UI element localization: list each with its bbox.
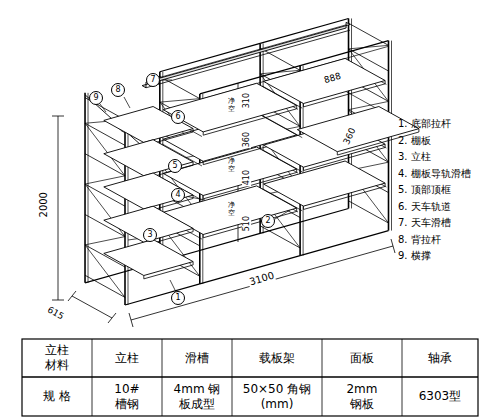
table-cell: 6303型	[405, 389, 475, 404]
shelf-lip	[296, 105, 297, 108]
shelf-panel	[264, 58, 386, 103]
table-cell: 规 格	[39, 389, 75, 404]
part-name: 7. 天车滑槽	[398, 217, 451, 229]
callout-number: 9	[89, 91, 103, 105]
table-cell: 滑槽	[167, 351, 227, 366]
dimension-label: 3100	[247, 270, 277, 289]
dimension-label: 360	[242, 131, 251, 148]
callout-number: 2	[261, 214, 275, 228]
shelf-lip	[193, 262, 194, 265]
shelf-lip	[193, 228, 194, 231]
frame-rung	[260, 226, 300, 248]
dimension-label: 410	[242, 169, 251, 186]
part-name: 6. 天车轨道	[398, 201, 451, 213]
dimension-label: 2000	[38, 191, 50, 218]
table-cell: 立柱	[97, 351, 157, 366]
frame-rung	[260, 48, 300, 70]
frame-brace	[349, 45, 389, 49]
shelf-lip	[385, 81, 386, 84]
dimension-label: 615	[45, 304, 67, 322]
table-cell: 载板架	[247, 351, 307, 366]
frame-brace	[85, 237, 125, 245]
shelf-lip	[193, 162, 194, 165]
clearance-label: 净空	[228, 202, 235, 217]
shelf-panel	[104, 107, 193, 143]
shelf-panel	[104, 140, 193, 176]
upright-post	[84, 93, 86, 283]
shelf-panel	[104, 240, 193, 276]
table-grid	[22, 339, 478, 416]
part-name: 1. 底部拉杆	[398, 118, 451, 130]
top-frame	[160, 49, 260, 77]
shelf-panel	[104, 206, 193, 242]
dimension-label: 510	[242, 215, 251, 232]
table-cell: 10# 槽钢	[111, 382, 143, 412]
dimension-label: 310	[242, 92, 251, 109]
shelf-lip	[144, 265, 193, 279]
bottom-rod	[300, 231, 388, 256]
part-name: 8. 背拉杆	[398, 234, 441, 246]
table-cell: 面板	[332, 351, 392, 366]
table-cell: 4mm 钢板成型	[170, 382, 224, 412]
upright-post	[124, 115, 126, 305]
top-frame	[260, 24, 348, 49]
shelf-panel	[104, 173, 193, 209]
callout-number: 1	[171, 291, 185, 305]
frame-rung	[349, 201, 389, 223]
guide-rail	[262, 115, 302, 137]
callout-number: 4	[171, 188, 185, 202]
crane-rail	[142, 22, 350, 88]
part-name: 9. 横撑	[398, 250, 431, 262]
callout-number: 8	[111, 83, 125, 97]
shelf-lip	[385, 183, 386, 186]
part-name: 2. 棚板	[398, 135, 431, 147]
shelf-lip	[304, 186, 386, 209]
table-cell: 50×50 角钢(mm)	[242, 382, 312, 412]
shelf-lip	[296, 169, 297, 172]
bottom-rod	[125, 284, 200, 305]
table-cell: 2mm 钢板	[344, 382, 380, 412]
clearance-label: 净空	[228, 158, 235, 173]
crane-rail	[146, 30, 350, 88]
part-name: 4. 棚板导轨滑槽	[398, 168, 471, 180]
shelf-lip	[304, 84, 386, 107]
upright-post	[128, 115, 129, 305]
shelf-lip	[193, 195, 194, 198]
top-frame	[160, 43, 260, 71]
table-cell: 立柱 材料	[42, 343, 72, 373]
shelf-lip	[296, 208, 297, 211]
shelf-panel	[264, 161, 386, 206]
part-name: 5. 顶部顶框	[398, 184, 451, 196]
frame-rung	[349, 23, 389, 45]
shelf-lip	[304, 147, 386, 170]
table-cell: 轴承	[410, 351, 470, 366]
shelf-lip	[385, 144, 386, 147]
shelf-lip	[203, 211, 297, 237]
frame-rung	[160, 76, 200, 98]
callout-number: 5	[168, 159, 182, 173]
part-name: 3. 立柱	[398, 151, 431, 163]
shelf-lip	[193, 129, 194, 132]
callout-number: 7	[146, 73, 160, 87]
clearance-label: 净空	[228, 98, 235, 113]
frame-rung	[85, 275, 125, 297]
callout-number: 3	[143, 228, 157, 242]
callout-number: 6	[171, 110, 185, 124]
